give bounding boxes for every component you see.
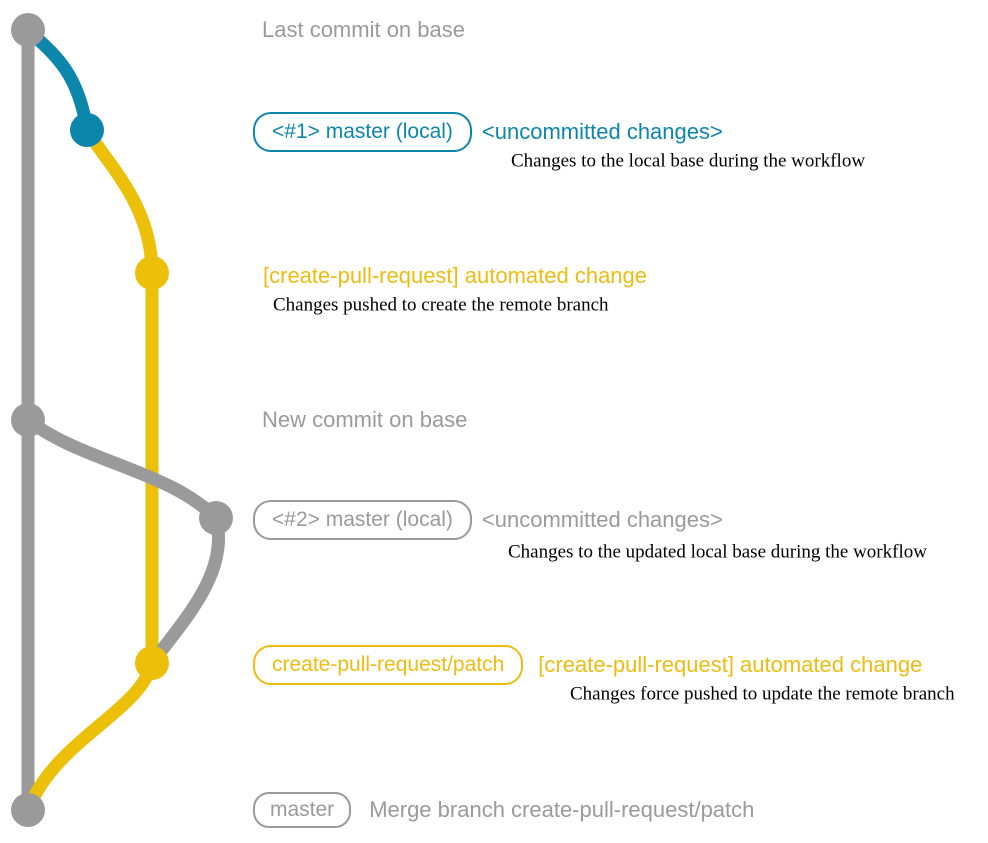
- label-new-commit-on-base: New commit on base: [262, 407, 468, 432]
- label-merge-branch: Merge branch create-pull-request/patch: [369, 797, 755, 822]
- rebase-curve-in: [145, 511, 226, 670]
- description-local-changes-1: Changes to the local base during the wor…: [511, 150, 866, 172]
- automated-change-title-1: [create-pull-request] automated change: [263, 263, 648, 288]
- branch-badge-master-local-2: <#2> master (local): [253, 500, 472, 540]
- commit-last-base: [11, 13, 45, 47]
- branch-badge-master-local-1: <#1> master (local): [253, 112, 472, 152]
- commit-merge: [11, 793, 45, 827]
- commit-patch-2: [135, 646, 169, 680]
- automated-change-title-2: [create-pull-request] automated change: [538, 652, 923, 677]
- row-patch-commit-2: create-pull-request/patch [create-pull-r…: [253, 645, 922, 685]
- commit-local-2: [199, 501, 233, 535]
- label-last-commit-on-base: Last commit on base: [262, 17, 465, 42]
- row-local-commit-2: <#2> master (local) <uncommitted changes…: [253, 500, 723, 540]
- rebase-curve-out: [21, 413, 223, 525]
- git-graph: [11, 13, 233, 827]
- branch-badge-master: master: [253, 792, 352, 828]
- branch-badge-create-pull-request-patch: create-pull-request/patch: [253, 645, 524, 685]
- row-merge-commit: master Merge branch create-pull-request/…: [253, 792, 754, 828]
- description-force-push-update: Changes force pushed to update the remot…: [570, 683, 955, 705]
- commit-patch-1: [135, 256, 169, 290]
- commit-new-base: [11, 403, 45, 437]
- uncommitted-changes-tag-2: <uncommitted changes>: [481, 507, 723, 532]
- local-change-curve-1: [21, 23, 94, 137]
- row-local-commit-1: <#1> master (local) <uncommitted changes…: [253, 112, 723, 152]
- patch-branch-curve-1: [80, 123, 159, 280]
- commit-local-1: [70, 113, 104, 147]
- merge-curve: [21, 656, 159, 817]
- description-push-create: Changes pushed to create the remote bran…: [273, 294, 609, 316]
- uncommitted-changes-tag-1: <uncommitted changes>: [481, 119, 723, 144]
- description-local-changes-2: Changes to the updated local base during…: [508, 541, 927, 563]
